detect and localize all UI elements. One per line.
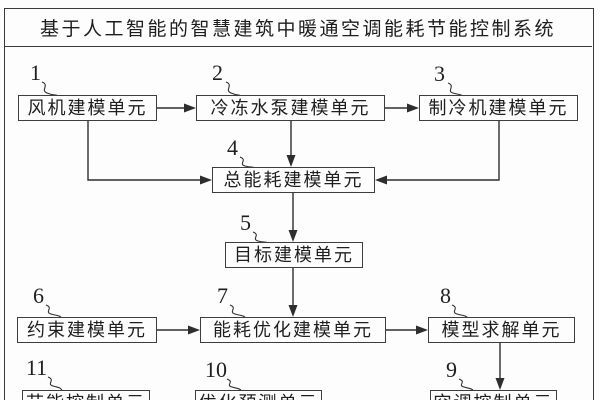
arrowhead-2-3 [407, 103, 419, 113]
unit-box-11: 节能控制单元 [22, 390, 150, 400]
ref-numeral-4: 4 [227, 135, 238, 160]
unit-label-3: 制冷机建模单元 [428, 98, 569, 118]
unit-box-7: 能耗优化建模单元 [200, 317, 386, 343]
ref-numeral-1: 1 [30, 60, 41, 85]
leader-squiggle-6 [45, 304, 62, 318]
unit-label-8: 模型求解单元 [441, 320, 562, 340]
arrowhead-7-8 [416, 325, 428, 335]
ref-numeral-10: 10 [205, 357, 227, 382]
arrowhead-1-2 [184, 103, 196, 113]
unit-label-5: 目标建模单元 [234, 245, 354, 265]
ref-numeral-2: 2 [212, 60, 223, 85]
unit-box-2: 冷冻水泵建模单元 [196, 95, 385, 121]
figure-title: 基于人工智能的智慧建筑中暖通空调能耗节能控制系统 [39, 18, 556, 40]
leader-squiggle-10 [226, 378, 242, 391]
unit-box-6: 约束建模单元 [17, 317, 157, 343]
unit-label-1: 风机建模单元 [27, 98, 148, 118]
ref-numeral-6: 6 [33, 283, 44, 308]
unit-label-6: 约束建模单元 [27, 320, 147, 340]
leader-squiggle-11 [47, 376, 63, 391]
leader-squiggle-8 [451, 304, 468, 318]
arrowhead-2-4 [286, 155, 296, 167]
ref-numeral-3: 3 [434, 61, 445, 86]
leader-squiggle-7 [229, 304, 246, 318]
unit-label-11: 节能控制单元 [26, 391, 146, 400]
unit-box-3: 制冷机建模单元 [419, 95, 578, 121]
leader-squiggle-9 [458, 378, 474, 391]
leader-squiggle-3 [447, 82, 464, 97]
unit-box-9: 空调控制单元 [430, 390, 557, 400]
arrowhead-5-7 [288, 305, 298, 317]
arrowhead-4-5 [288, 230, 298, 242]
unit-box-1: 风机建模单元 [18, 95, 157, 121]
unit-label-2: 冷冻水泵建模单元 [210, 98, 371, 118]
connector-3-4 [385, 121, 500, 181]
ref-numeral-8: 8 [440, 283, 451, 308]
unit-box-5: 目标建模单元 [225, 242, 363, 268]
connector-1-4 [87, 121, 202, 181]
ref-numeral-5: 5 [240, 210, 251, 235]
figure-frame [4, 8, 594, 400]
unit-label-4: 总能耗建模单元 [223, 170, 364, 190]
unit-label-9: 空调控制单元 [434, 391, 554, 400]
unit-box-10: 优化预测单元 [195, 390, 322, 400]
leader-squiggle-1 [41, 81, 59, 97]
unit-label-7: 能耗优化建模单元 [213, 320, 373, 340]
arrowhead-3-4 [375, 175, 387, 185]
arrowhead-1-4 [200, 175, 212, 185]
ref-numeral-11: 11 [26, 355, 48, 380]
figure-title-box: 基于人工智能的智慧建筑中暖通空调能耗节能控制系统 [4, 8, 592, 47]
arrowhead-8-9 [495, 378, 505, 390]
unit-label-10: 优化预测单元 [199, 391, 319, 400]
leader-squiggle-2 [225, 81, 242, 97]
unit-box-4: 总能耗建模单元 [212, 167, 375, 193]
ref-numeral-9: 9 [446, 357, 457, 382]
unit-box-8: 模型求解单元 [428, 317, 575, 343]
ref-numeral-7: 7 [217, 283, 228, 308]
arrowhead-6-7 [188, 325, 200, 335]
